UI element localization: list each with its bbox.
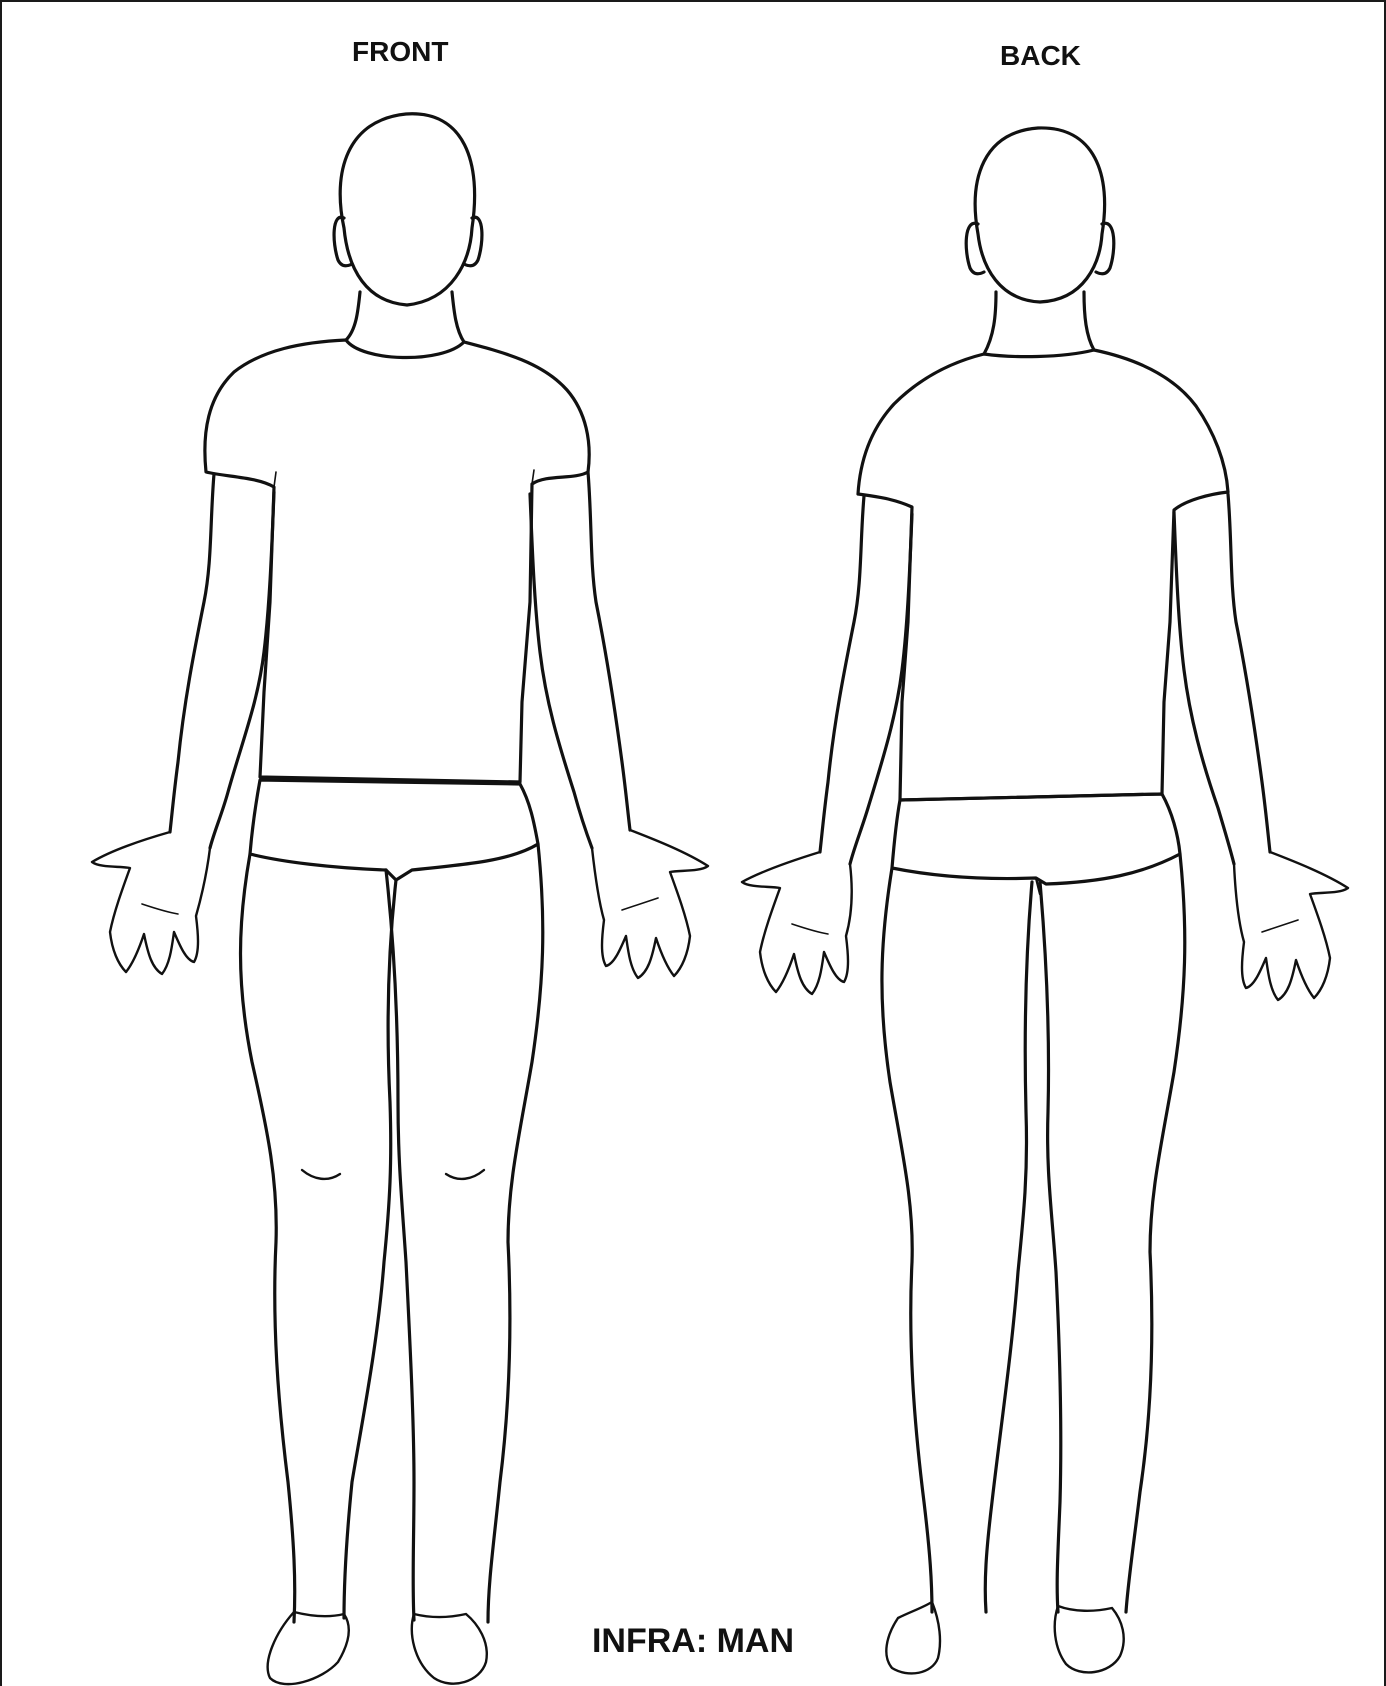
back-right-arm (1174, 494, 1270, 864)
back-inner-legs (985, 882, 1061, 1612)
back-shorts (892, 794, 1180, 884)
back-left-hand (742, 852, 852, 994)
front-shirt-seam-left (274, 472, 276, 487)
front-left-hand (92, 832, 210, 974)
front-neck (346, 292, 464, 342)
diagram-footer-title: INFRA: MAN (2, 1622, 1384, 1661)
back-right-hand (1234, 852, 1348, 1000)
front-right-knee (446, 1170, 484, 1179)
front-right-palm-crease (622, 898, 658, 910)
front-left-leg (241, 854, 295, 1622)
back-right-palm-crease (1262, 920, 1298, 932)
back-shirt (858, 350, 1228, 800)
front-right-arm (530, 472, 630, 848)
front-shorts (250, 780, 538, 880)
front-figure (92, 114, 708, 1684)
front-left-palm-crease (142, 904, 178, 914)
back-figure (742, 128, 1348, 1674)
back-head (975, 128, 1104, 302)
front-head (340, 114, 474, 305)
back-left-palm-crease (792, 924, 828, 934)
back-left-leg (882, 868, 932, 1612)
front-inner-legs (344, 870, 414, 1620)
front-right-leg (488, 844, 543, 1622)
back-right-leg (1126, 854, 1185, 1612)
front-right-hand (592, 830, 708, 978)
front-left-knee (302, 1170, 340, 1179)
